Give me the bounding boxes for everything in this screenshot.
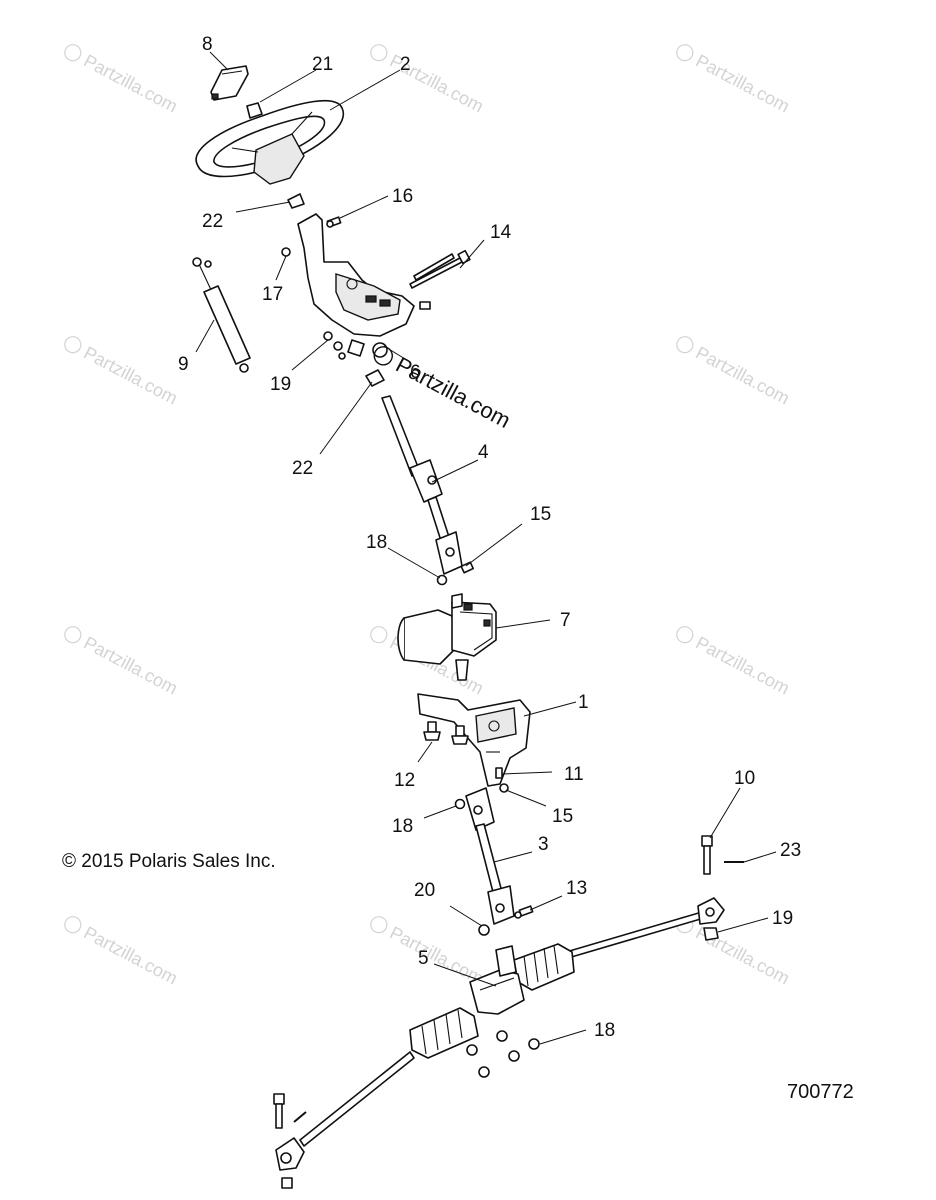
part-22-spacer-lower bbox=[365, 369, 385, 387]
callout-18: 18 bbox=[392, 816, 413, 837]
svg-text:Partzilla.com: Partzilla.com bbox=[692, 50, 792, 116]
svg-text:Partzilla.com: Partzilla.com bbox=[692, 632, 792, 698]
watermark: Partzilla.com bbox=[64, 916, 181, 988]
watermark: Partzilla.com bbox=[676, 336, 793, 408]
watermark: Partzilla.com bbox=[64, 44, 181, 116]
part-20-nut bbox=[478, 924, 490, 936]
part-13-bolt bbox=[514, 905, 534, 919]
diagram-code: 700772 bbox=[787, 1081, 854, 1103]
svg-text:Partzilla.com: Partzilla.com bbox=[80, 342, 180, 408]
callout-16: 16 bbox=[392, 186, 413, 207]
part-8-horn-cap bbox=[210, 65, 249, 101]
svg-text:Partzilla.com: Partzilla.com bbox=[692, 342, 792, 408]
watermark: Partzilla.com bbox=[676, 626, 793, 698]
part-16-bolt bbox=[326, 216, 342, 228]
callout-18: 18 bbox=[366, 532, 387, 553]
callout-18: 18 bbox=[594, 1020, 615, 1041]
part-14-long-bolt bbox=[409, 249, 471, 310]
leader-lines bbox=[195, 51, 777, 1045]
watermark: Partzilla.com bbox=[64, 336, 181, 408]
part-18-nut-lower bbox=[466, 1030, 540, 1078]
callout-15: 15 bbox=[552, 806, 573, 827]
callout-6: 6 bbox=[410, 362, 421, 383]
callout-21: 21 bbox=[312, 54, 333, 75]
callout-4: 4 bbox=[478, 442, 489, 463]
callout-3: 3 bbox=[538, 834, 549, 855]
part-6-tilt-bracket bbox=[297, 213, 415, 358]
part-7-power-steering-unit bbox=[397, 593, 497, 681]
part-1-mount-bracket bbox=[417, 693, 531, 787]
callout-12: 12 bbox=[394, 770, 415, 791]
part-12-bolt bbox=[423, 721, 469, 745]
part-22-spacer-upper bbox=[287, 193, 305, 209]
part-18-nut-middle bbox=[454, 798, 466, 810]
callout-9: 9 bbox=[178, 354, 189, 375]
part-19-nut-lower bbox=[703, 927, 719, 941]
part-19-nut-upper bbox=[323, 331, 346, 360]
part-15-bolt-upper bbox=[460, 561, 475, 574]
svg-text:Partzilla.com: Partzilla.com bbox=[386, 922, 486, 988]
callout-2: 2 bbox=[400, 54, 411, 75]
svg-text:Partzilla.com: Partzilla.com bbox=[80, 632, 180, 698]
watermark: Partzilla.com bbox=[676, 44, 793, 116]
callout-10: 10 bbox=[734, 768, 755, 789]
svg-text:Partzilla.com: Partzilla.com bbox=[80, 50, 180, 116]
part-3-lower-shaft bbox=[465, 787, 515, 925]
part-17-nut bbox=[281, 247, 291, 257]
tie-rod-bolt-left bbox=[273, 1093, 307, 1129]
svg-text:Partzilla.com: Partzilla.com bbox=[80, 922, 180, 988]
callout-numbers: 8 21 2 16 22 14 17 9 19 6 22 4 15 18 7 1… bbox=[178, 34, 801, 1041]
copyright-notice: © 2015 Polaris Sales Inc. bbox=[62, 851, 276, 872]
callout-15: 15 bbox=[530, 504, 551, 525]
callout-17: 17 bbox=[262, 284, 283, 305]
part-9-gas-strut bbox=[192, 257, 251, 373]
watermark: Partzilla.com bbox=[64, 626, 181, 698]
part-2-steering-wheel bbox=[195, 99, 345, 185]
callout-13: 13 bbox=[566, 878, 587, 899]
callout-22: 22 bbox=[292, 458, 313, 479]
callout-5: 5 bbox=[418, 948, 429, 969]
svg-text:Partzilla.com: Partzilla.com bbox=[392, 352, 515, 433]
callout-20: 20 bbox=[414, 880, 435, 901]
callout-11: 11 bbox=[564, 764, 584, 785]
callout-19: 19 bbox=[772, 908, 793, 929]
watermark-layer: Partzilla.com Partzilla.com Partzilla.co… bbox=[64, 44, 793, 988]
callout-7: 7 bbox=[560, 610, 571, 631]
callout-23: 23 bbox=[780, 840, 801, 861]
callout-14: 14 bbox=[490, 222, 512, 243]
callout-8: 8 bbox=[202, 34, 213, 55]
callout-19: 19 bbox=[270, 374, 291, 395]
part-10-bolt bbox=[701, 835, 713, 875]
callout-22: 22 bbox=[202, 211, 223, 232]
callout-1: 1 bbox=[578, 692, 589, 713]
part-11-bolt bbox=[495, 767, 503, 779]
part-4-intermediate-shaft bbox=[381, 395, 463, 575]
part-21-bushing bbox=[246, 102, 263, 119]
part-5-steering-rack bbox=[275, 897, 725, 1189]
